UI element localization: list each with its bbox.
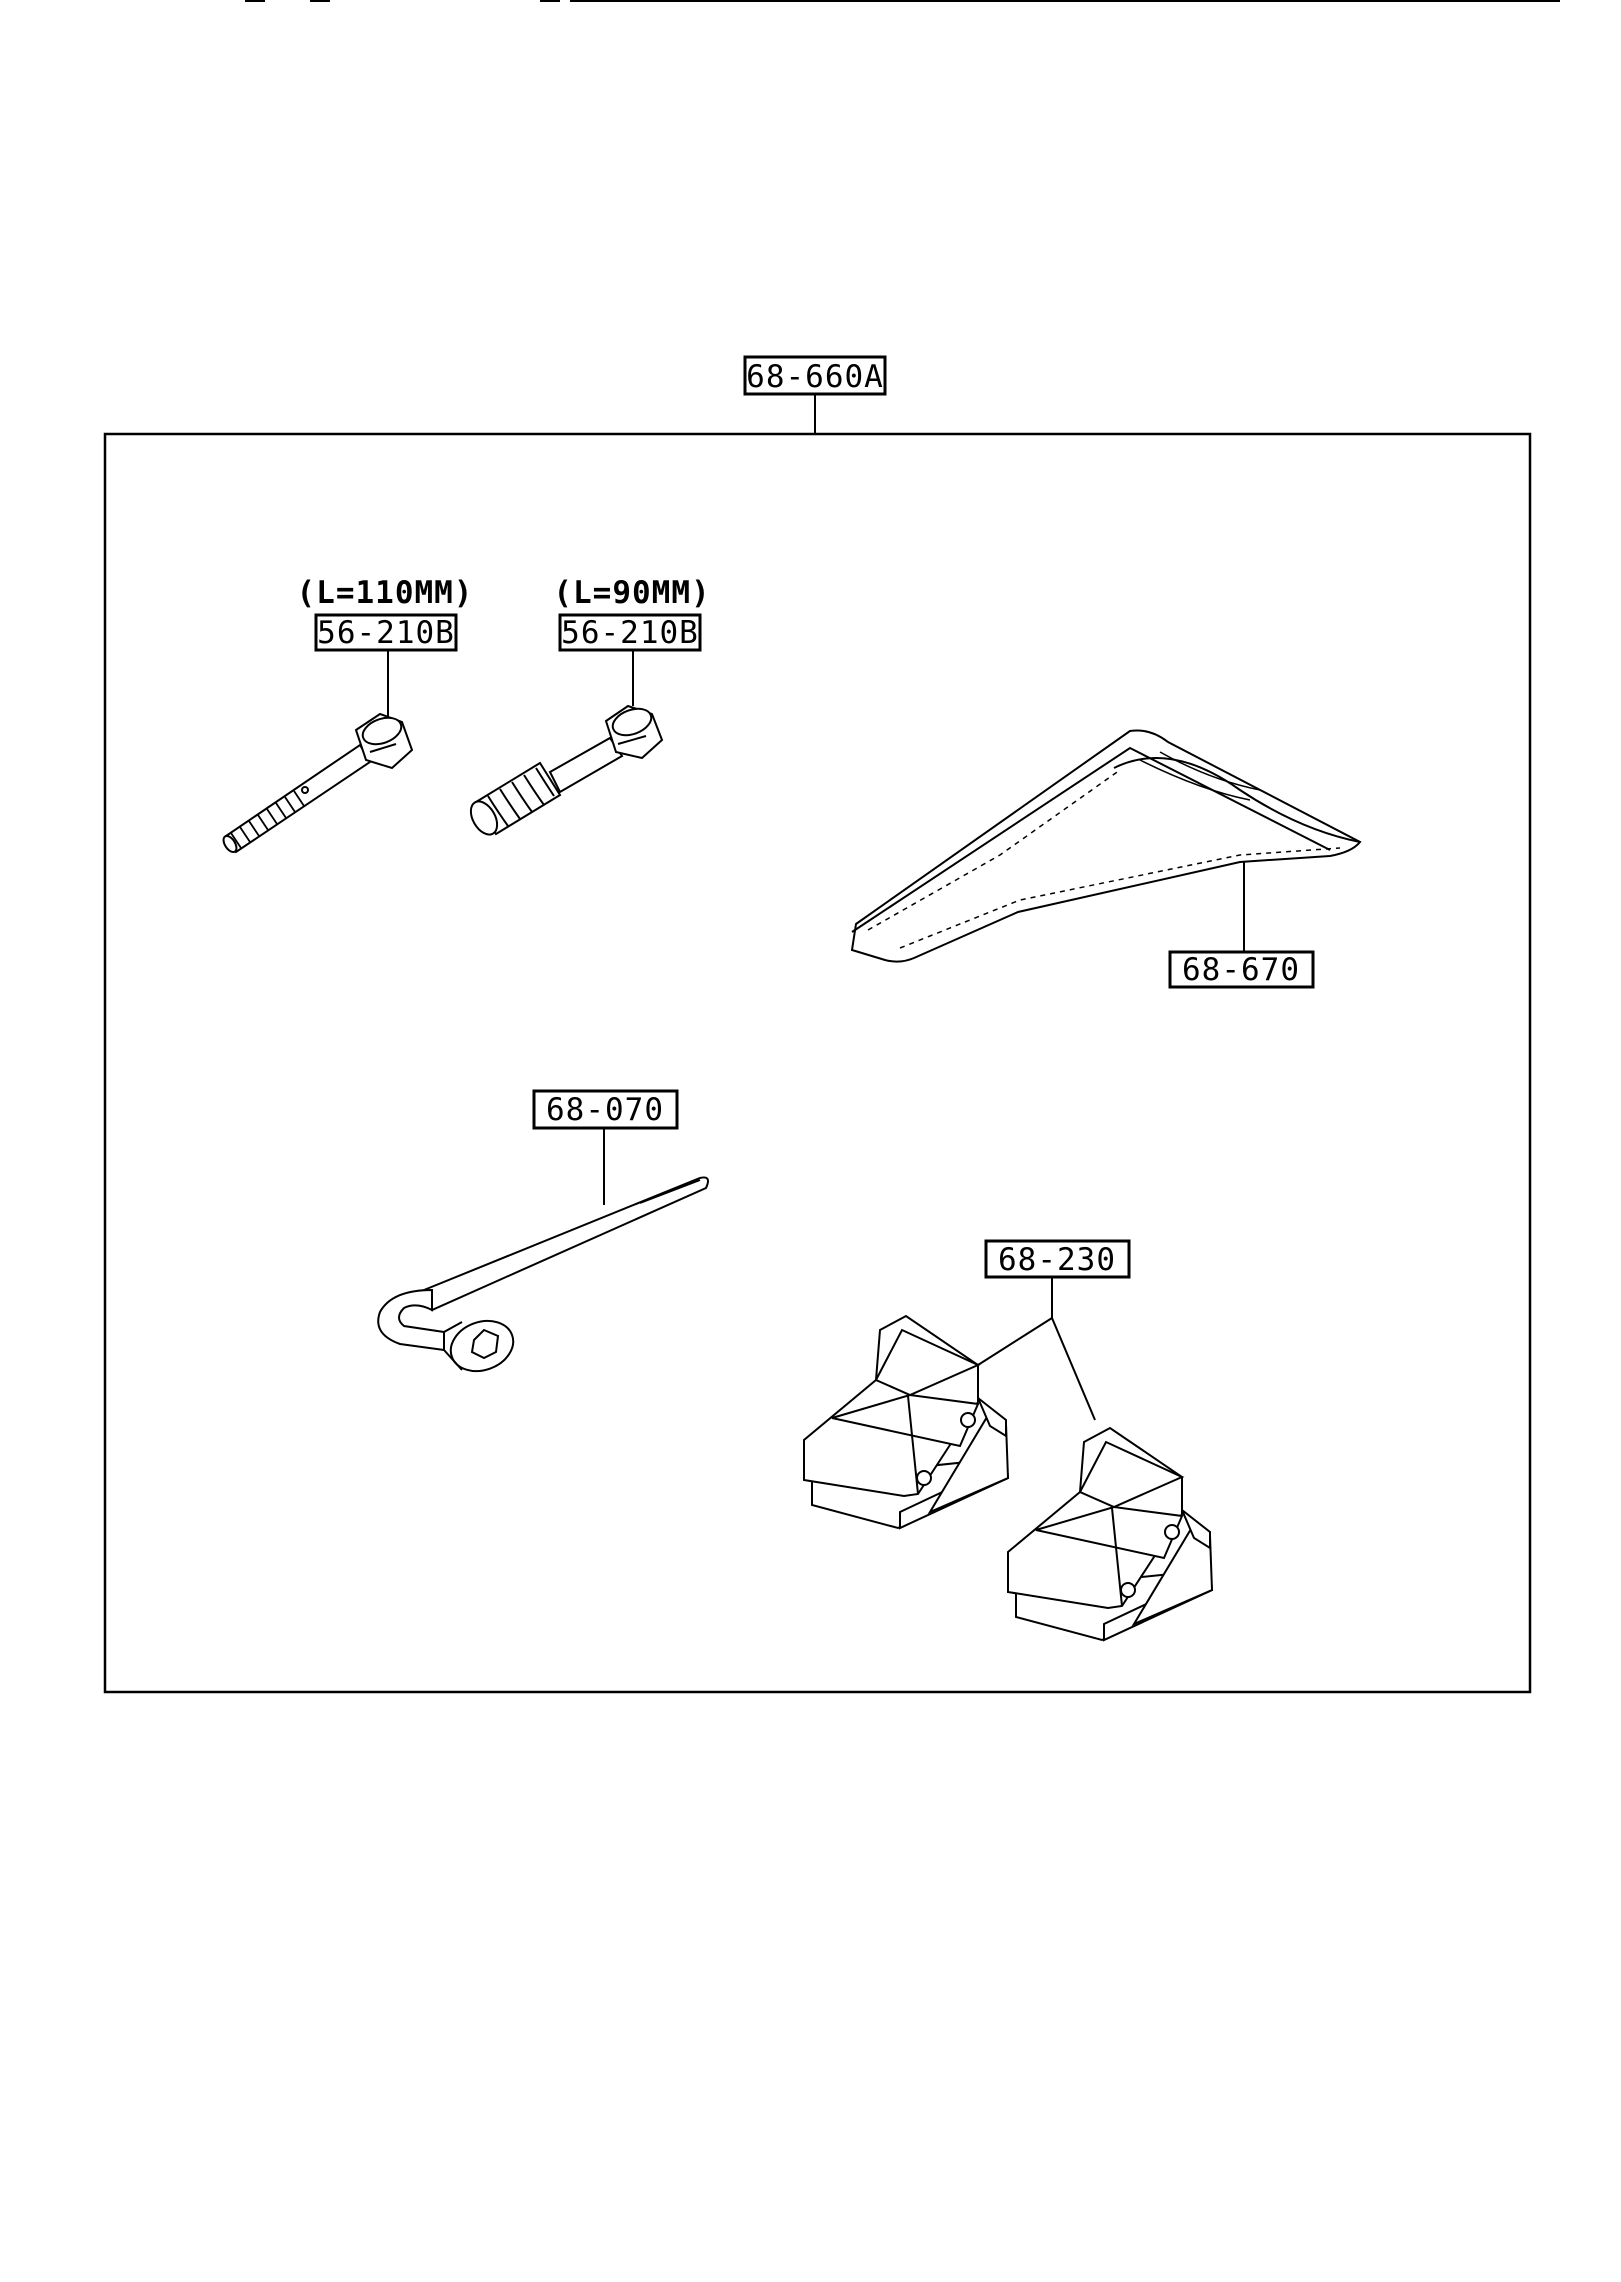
bolt-short-callout: (L=90MM) 56-210B bbox=[553, 575, 710, 706]
bolt-short-drawing bbox=[469, 704, 664, 836]
bolt-long-callout: (L=110MM) 56-210B bbox=[297, 575, 474, 718]
tool-bag-drawing bbox=[850, 729, 1362, 963]
bolt-long-dimension: (L=110MM) bbox=[297, 575, 474, 611]
wheel-chocks-callout: 68-230 bbox=[977, 1239, 1131, 1421]
wrench-callout: 68-070 bbox=[532, 1089, 679, 1205]
kit-frame bbox=[103, 432, 1532, 1694]
bolt-short-part-number: 56-210B bbox=[561, 615, 699, 651]
bolt-short-dimension: (L=90MM) bbox=[553, 575, 710, 611]
tool-bag-part-number: 68-670 bbox=[1182, 952, 1300, 988]
wrench-drawing bbox=[377, 1176, 709, 1373]
tool-bag-callout: 68-670 bbox=[1168, 862, 1315, 989]
bolt-long-part-number: 56-210B bbox=[317, 615, 455, 651]
wheel-chock-left bbox=[803, 1314, 1010, 1530]
kit-callout: 68-660A bbox=[743, 355, 887, 434]
wheel-chock-right bbox=[1007, 1426, 1214, 1642]
bolt-long-drawing bbox=[222, 712, 414, 854]
kit-part-number: 68-660A bbox=[746, 359, 884, 395]
wrench-part-number: 68-070 bbox=[546, 1092, 664, 1128]
wheel-chocks-part-number: 68-230 bbox=[998, 1242, 1116, 1278]
